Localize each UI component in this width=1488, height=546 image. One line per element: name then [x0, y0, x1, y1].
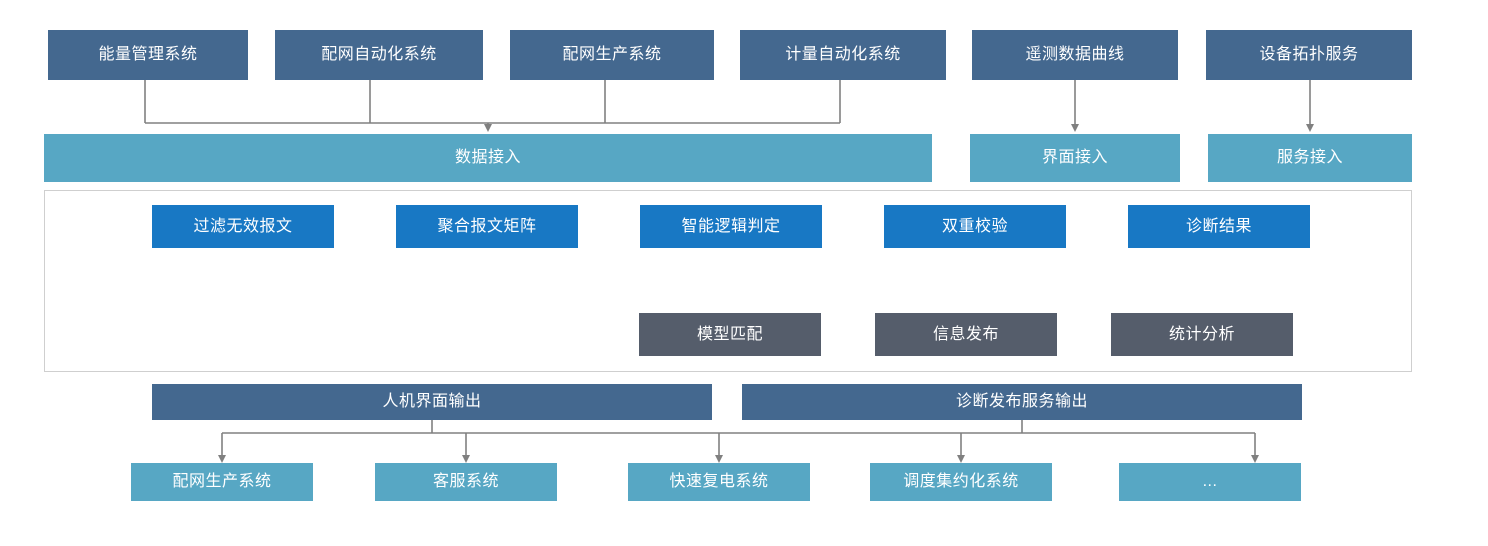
consumer-label: ... [1202, 473, 1218, 491]
access-label: 数据接入 [454, 149, 521, 167]
result-box-model-matching[interactable]: 模型匹配 [639, 313, 821, 356]
source-box-metering-automation[interactable]: 计量自动化系统 [740, 30, 946, 80]
result-label: 信息发布 [932, 325, 999, 343]
source-label: 配网自动化系统 [321, 46, 437, 64]
access-bar-data[interactable]: 数据接入 [44, 134, 932, 182]
process-label: 双重校验 [941, 217, 1008, 235]
source-box-energy-management[interactable]: 能量管理系统 [48, 30, 248, 80]
consumer-box-distribution-production[interactable]: 配网生产系统 [131, 463, 313, 501]
consumer-box-dispatch-centralization[interactable]: 调度集约化系统 [870, 463, 1052, 501]
process-label: 过滤无效报文 [193, 217, 293, 235]
consumer-box-more[interactable]: ... [1119, 463, 1301, 501]
process-label: 诊断结果 [1185, 217, 1252, 235]
process-box-diagnosis-result[interactable]: 诊断结果 [1128, 205, 1310, 248]
process-label: 智能逻辑判定 [681, 217, 781, 235]
process-box-intelligent-logic-judgement[interactable]: 智能逻辑判定 [640, 205, 822, 248]
output-label: 诊断发布服务输出 [955, 393, 1088, 411]
consumer-label: 快速复电系统 [669, 473, 769, 491]
source-box-distribution-automation[interactable]: 配网自动化系统 [275, 30, 483, 80]
source-box-device-topology-service[interactable]: 设备拓扑服务 [1206, 30, 1412, 80]
process-box-filter-invalid-messages[interactable]: 过滤无效报文 [152, 205, 334, 248]
access-bar-interface[interactable]: 界面接入 [970, 134, 1180, 182]
consumer-box-rapid-restoration[interactable]: 快速复电系统 [628, 463, 810, 501]
source-label: 配网生产系统 [562, 46, 662, 64]
access-label: 界面接入 [1041, 149, 1108, 167]
consumer-label: 调度集约化系统 [903, 473, 1019, 491]
output-bar-diagnosis-publish-service[interactable]: 诊断发布服务输出 [742, 384, 1302, 420]
output-bar-hmi[interactable]: 人机界面输出 [152, 384, 712, 420]
output-label: 人机界面输出 [382, 393, 482, 411]
process-box-aggregate-message-matrix[interactable]: 聚合报文矩阵 [396, 205, 578, 248]
process-label: 聚合报文矩阵 [437, 217, 537, 235]
source-label: 能量管理系统 [98, 46, 198, 64]
source-box-distribution-production[interactable]: 配网生产系统 [510, 30, 714, 80]
source-box-telemetry-curve[interactable]: 遥测数据曲线 [972, 30, 1178, 80]
access-bar-service[interactable]: 服务接入 [1208, 134, 1412, 182]
result-label: 统计分析 [1168, 325, 1235, 343]
result-label: 模型匹配 [696, 325, 763, 343]
consumer-box-customer-service[interactable]: 客服系统 [375, 463, 557, 501]
result-box-statistical-analysis[interactable]: 统计分析 [1111, 313, 1293, 356]
consumer-label: 配网生产系统 [172, 473, 272, 491]
consumer-label: 客服系统 [432, 473, 499, 491]
access-label: 服务接入 [1276, 149, 1343, 167]
source-label: 遥测数据曲线 [1025, 46, 1125, 64]
source-label: 设备拓扑服务 [1259, 46, 1359, 64]
source-label: 计量自动化系统 [785, 46, 901, 64]
result-box-information-publishing[interactable]: 信息发布 [875, 313, 1057, 356]
process-box-double-verification[interactable]: 双重校验 [884, 205, 1066, 248]
